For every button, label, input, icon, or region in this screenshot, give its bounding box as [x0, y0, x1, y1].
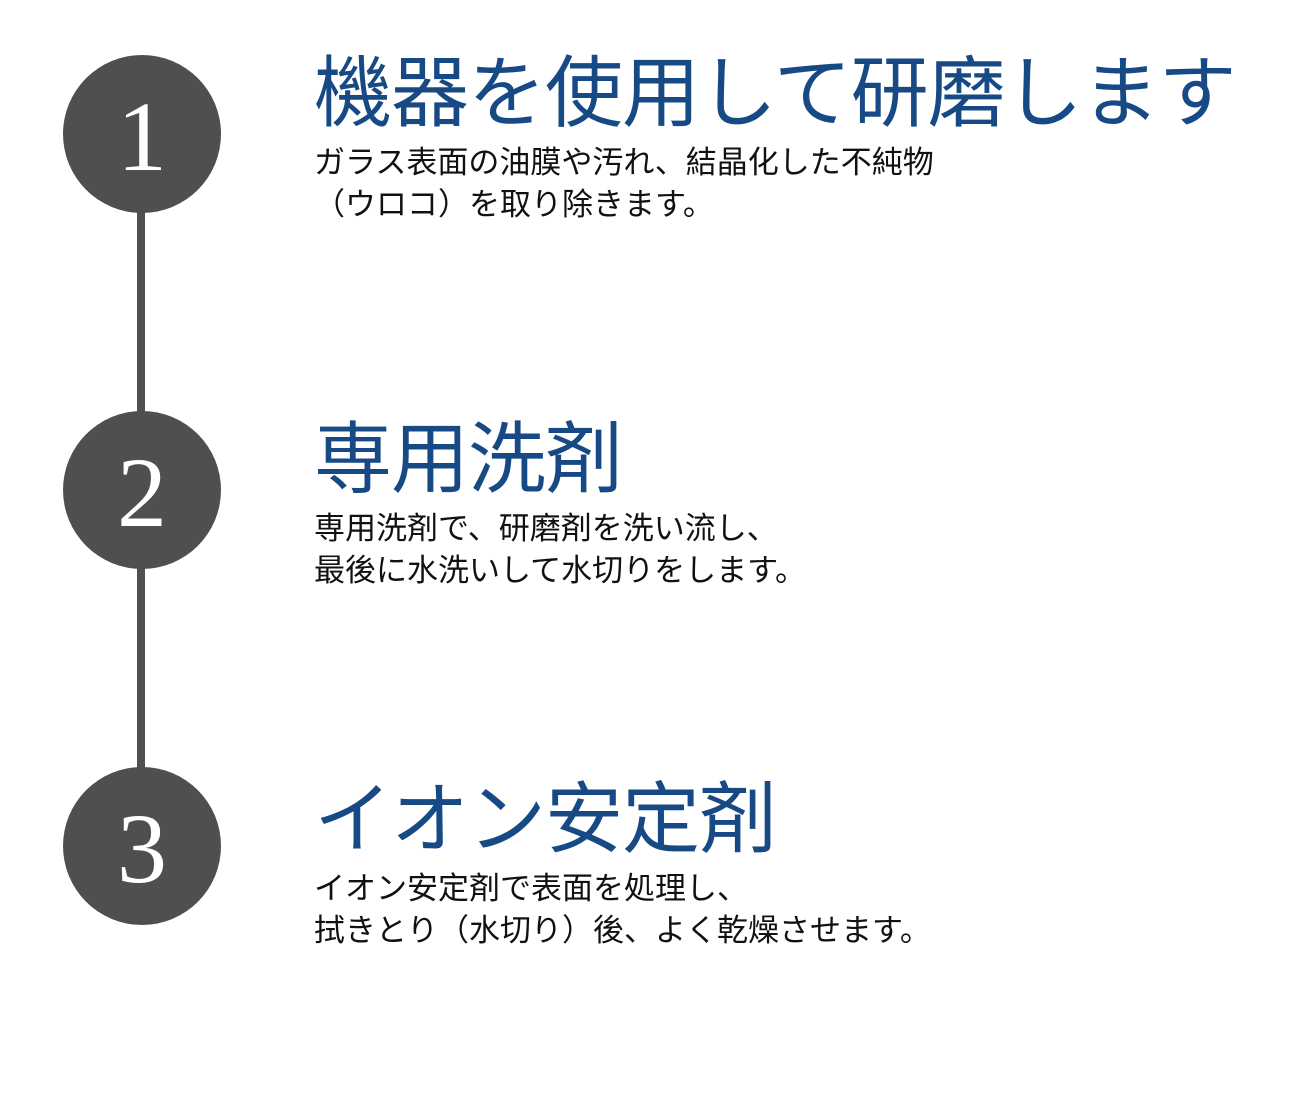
step-1-number-circle: 1 — [63, 55, 221, 213]
step-2-number: 2 — [117, 437, 167, 548]
step-3-content: イオン安定剤 イオン安定剤で表面を処理し、 拭きとり（水切り）後、よく乾燥させま… — [314, 775, 1294, 952]
step-1-content: 機器を使用して研磨します ガラス表面の油膜や汚れ、結晶化した不純物 （ウロコ）を… — [314, 49, 1294, 226]
step-3-number-circle: 3 — [63, 767, 221, 925]
step-2-description-line-2: 最後に水洗いして水切りをします。 — [314, 552, 806, 589]
step-3-title: イオン安定剤 — [314, 775, 777, 865]
step-1-description-line-2: （ウロコ）を取り除きます。 — [314, 186, 714, 223]
timeline-connector — [137, 560, 145, 775]
step-3-description-line-1: イオン安定剤で表面を処理し、 — [314, 870, 748, 907]
step-2-content: 専用洗剤 専用洗剤で、研磨剤を洗い流し、 最後に水洗いして水切りをします。 — [314, 415, 1294, 592]
step-2-title: 専用洗剤 — [314, 415, 623, 505]
step-1-number: 1 — [117, 81, 167, 192]
step-2-description-line-1: 専用洗剤で、研磨剤を洗い流し、 — [314, 510, 778, 547]
step-2-number-circle: 2 — [63, 411, 221, 569]
step-1-description: ガラス表面の油膜や汚れ、結晶化した不純物 （ウロコ）を取り除きます。 — [314, 142, 1294, 226]
step-3-description: イオン安定剤で表面を処理し、 拭きとり（水切り）後、よく乾燥させます。 — [314, 868, 1294, 952]
step-2-description: 専用洗剤で、研磨剤を洗い流し、 最後に水洗いして水切りをします。 — [314, 508, 1294, 592]
step-3-description-line-2: 拭きとり（水切り）後、よく乾燥させます。 — [314, 912, 931, 949]
step-1-title: 機器を使用して研磨します — [314, 49, 1237, 139]
timeline-connector — [137, 205, 145, 420]
step-1-description-line-1: ガラス表面の油膜や汚れ、結晶化した不純物 — [314, 144, 934, 181]
step-3-number: 3 — [117, 793, 167, 904]
